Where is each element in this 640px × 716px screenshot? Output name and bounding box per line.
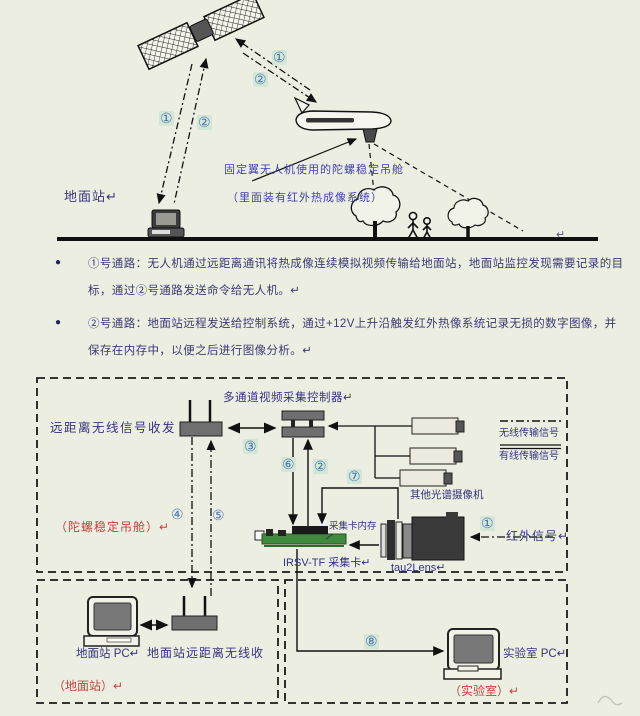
capture-card-label: IRSV-TF 采集卡↵	[283, 557, 371, 569]
gs-pc-label: 地面站 PC↵	[76, 648, 140, 660]
video-capture-controller	[281, 410, 325, 438]
pod-view-lines	[368, 143, 524, 232]
channel-notes: ● ①号通路：无人机通过远距离通讯将热成像连续模拟视频传输给地面站，地面站监控发…	[55, 251, 627, 371]
gs-antenna	[171, 596, 218, 631]
num-2: ②	[313, 458, 328, 474]
tau2lens-label: tau2Lens↵	[391, 562, 446, 574]
transceiver-label: 远距离无线信号收发	[50, 421, 177, 435]
gs-pc-monitor	[83, 596, 140, 647]
lab-pc-monitor	[443, 628, 502, 680]
ground-laptop	[147, 209, 185, 238]
num-7: ⑦	[347, 468, 362, 484]
num-8: ⑧	[364, 633, 379, 649]
pod-box	[36, 377, 568, 573]
tree-1	[350, 186, 401, 239]
legend-wireless-label: 无线传输信号	[499, 428, 559, 439]
bullet-dot-icon: ●	[55, 257, 62, 268]
link-8-wire	[296, 549, 445, 656]
satellite-ground-links	[156, 57, 209, 205]
channel2-note: ● ②号通路：地面站远程发送给控制系统，通过+12V上升沿触发红外热像系统记录无…	[55, 311, 627, 365]
num-channel1-right: ①	[272, 49, 287, 65]
controller-label: 多通道视频采集控制器↵	[223, 392, 354, 404]
lab-box-label: （实验室）↵	[449, 684, 520, 698]
people	[407, 211, 432, 240]
ground-station-box	[36, 579, 279, 704]
ir-signal-label: 红外信号↵	[506, 529, 570, 543]
ground-line-end-mark: ↵	[556, 229, 566, 241]
gs-box-label: （地面站）↵	[53, 679, 124, 693]
spectrum-cameras	[327, 417, 465, 487]
pod-caption-line1: 固定翼无人机使用的陀螺稳定吊舱	[224, 164, 404, 176]
links-6-2-7	[288, 438, 399, 527]
irsv-tf-capture-card	[254, 526, 347, 547]
channel2-note-text: ②号通路：地面站远程发送给控制系统，通过+12V上升沿触发红外热像系统记录无损的…	[88, 318, 617, 357]
dashed-boxes	[36, 377, 568, 704]
num-5: ⑤	[212, 507, 225, 523]
num-3: ③	[243, 438, 258, 454]
watermark-squiggle	[597, 695, 623, 706]
num-channel2-right: ②	[253, 71, 268, 87]
legend-line-samples	[500, 420, 561, 450]
lab-box	[284, 579, 568, 704]
num-channel1-left: ①	[159, 110, 174, 126]
pod-caption-pointer	[251, 138, 358, 182]
links-4-5	[187, 437, 216, 596]
num-channel2-left: ②	[197, 114, 212, 130]
channel1-note: ● ①号通路：无人机通过远距离通讯将热成像连续模拟视频传输给地面站，地面站监控发…	[55, 251, 627, 305]
pod-caption-line2: （里面装有红外热成像系统）	[227, 192, 383, 204]
num-4: ④	[171, 506, 184, 522]
tree-2	[447, 197, 489, 239]
pod-box-label: （陀螺稳定吊舱）↵	[55, 520, 171, 534]
channel1-note-text: ①号通路：无人机通过远距离通讯将热成像连续模拟视频传输给地面站，地面站监控发现需…	[88, 258, 624, 297]
satellite	[137, 0, 265, 71]
lab-pc-label: 实验室 PC↵	[503, 648, 567, 660]
other-cameras-label: 其他光谱摄像机	[410, 489, 484, 501]
gyro-pod	[362, 128, 378, 143]
ground-station-label: 地面站↵	[64, 189, 118, 204]
tau2lens-camera	[380, 512, 465, 561]
bullet-dot-icon: ●	[55, 317, 62, 328]
num-1-ir: ①	[480, 515, 495, 531]
pod-transceiver-antenna	[179, 400, 223, 437]
card-memory-label: 采集卡内存	[329, 521, 377, 532]
gs-rx-label: 地面站远距离无线收	[147, 646, 265, 660]
uav-plane	[293, 96, 392, 143]
legend-wired-label: 有线传输信号	[499, 451, 559, 462]
num-6: ⑥	[281, 456, 296, 472]
